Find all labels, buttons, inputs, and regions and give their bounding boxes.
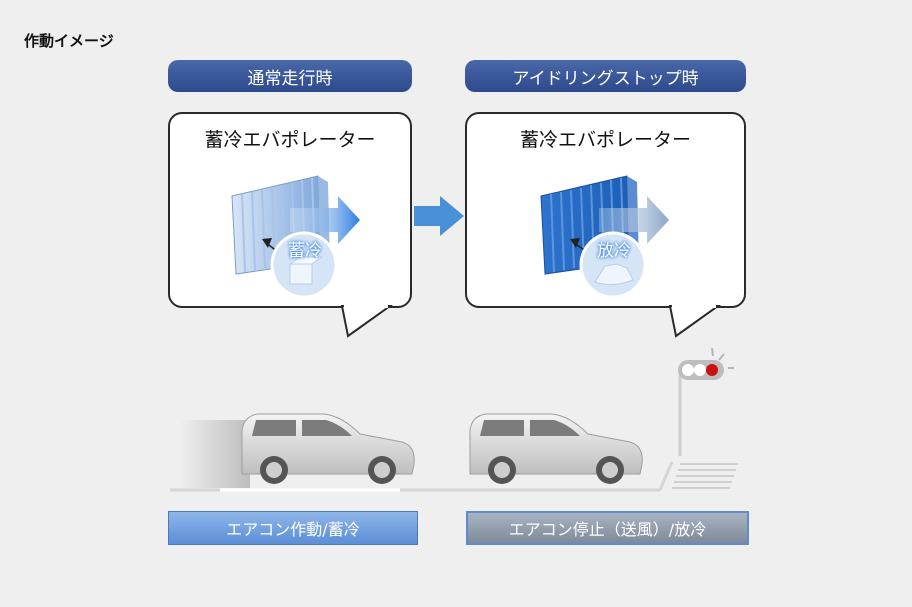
process-arrow-icon xyxy=(414,196,464,236)
ice-icon xyxy=(262,231,338,299)
bubble-tail xyxy=(340,304,394,338)
header-idling-stop: アイドリングストップ時 xyxy=(465,60,746,92)
header-normal-driving: 通常走行時 xyxy=(168,60,412,92)
car-icon xyxy=(241,413,415,484)
melting-ice-icon xyxy=(570,231,647,299)
stop-line-icon xyxy=(672,463,738,489)
evaporator-label-right: 蓄冷エバポレーター xyxy=(519,129,691,151)
badge-release: 放冷 xyxy=(597,241,631,261)
label-ac-off-release: エアコン停止（送風）/放冷 xyxy=(466,511,749,545)
speech-bubble-idling: 蓄冷エバポレーター 放冷 xyxy=(465,112,746,308)
bubble-tail-right xyxy=(668,304,722,338)
evaporator-label: 蓄冷エバポレーター xyxy=(204,129,376,151)
page-title: 作動イメージ xyxy=(24,32,114,50)
speech-bubble-normal: 蓄冷エバポレーター 蓄冷 xyxy=(168,112,412,308)
badge-storage: 蓄冷 xyxy=(288,241,322,261)
label-ac-on-storage: エアコン作動/蓄冷 xyxy=(168,511,418,545)
car-icon xyxy=(469,413,643,484)
traffic-signal-icon xyxy=(678,347,734,456)
